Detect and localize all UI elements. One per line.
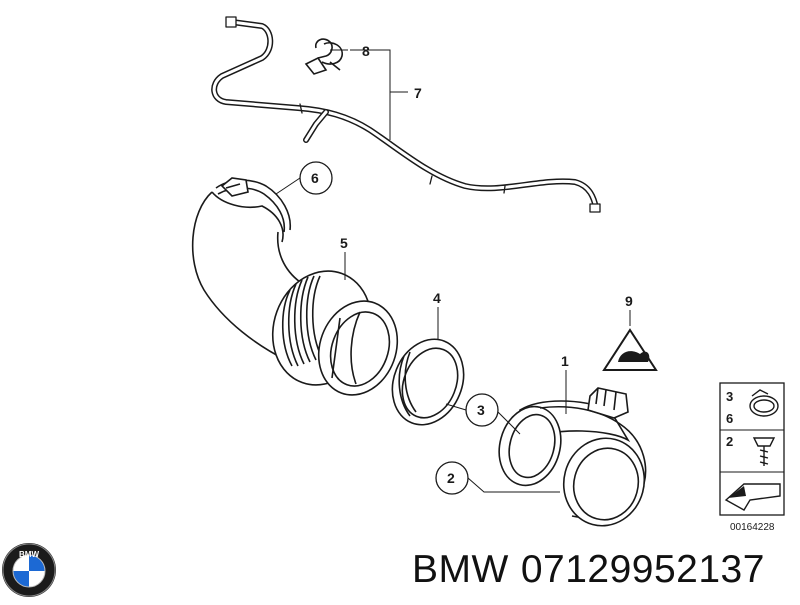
clamp-icon — [749, 389, 779, 417]
clip-part-8 — [304, 38, 343, 75]
callout-3: 3 — [477, 402, 485, 418]
warning-label-part-9 — [602, 328, 658, 371]
caption-part-number: 07129952137 — [520, 548, 765, 591]
seal-ring-part-4 — [391, 338, 465, 426]
callout-5: 5 — [340, 235, 348, 251]
callout-2-circle — [435, 461, 469, 495]
legend-label-2: 2 — [726, 434, 733, 449]
legend-panel: 3 6 2 — [719, 382, 785, 516]
part-caption: BMW 07129952137 — [412, 548, 765, 592]
legend-label-6: 6 — [726, 411, 733, 426]
intake-elbow-part-5 — [191, 191, 399, 396]
hose-clamp-part-6 — [215, 177, 291, 233]
bmw-logo-text: BMW — [19, 550, 39, 559]
callout-2: 2 — [447, 470, 455, 486]
vacuum-hose-part-7 — [211, 16, 601, 213]
callout-3-circle — [465, 393, 499, 427]
circled-callouts: 6 3 2 — [299, 161, 499, 495]
legend-label-3: 3 — [726, 389, 733, 404]
bmw-logo: BMW — [2, 543, 56, 597]
callout-8: 8 — [362, 43, 370, 59]
diagram-number: 00164228 — [730, 522, 775, 533]
callout-6-circle — [299, 161, 333, 195]
air-mass-meter-part-1 — [498, 387, 647, 527]
callouts: 8 7 5 4 9 1 — [340, 43, 633, 369]
caption-brand: BMW — [412, 548, 509, 591]
callout-9: 9 — [625, 293, 633, 309]
callout-1: 1 — [561, 353, 569, 369]
callout-4: 4 — [433, 290, 441, 306]
leader-lines — [275, 49, 631, 493]
callout-6: 6 — [311, 170, 319, 186]
screw-icon — [752, 437, 776, 466]
callout-7: 7 — [414, 85, 422, 101]
direction-arrow-icon — [724, 483, 781, 511]
